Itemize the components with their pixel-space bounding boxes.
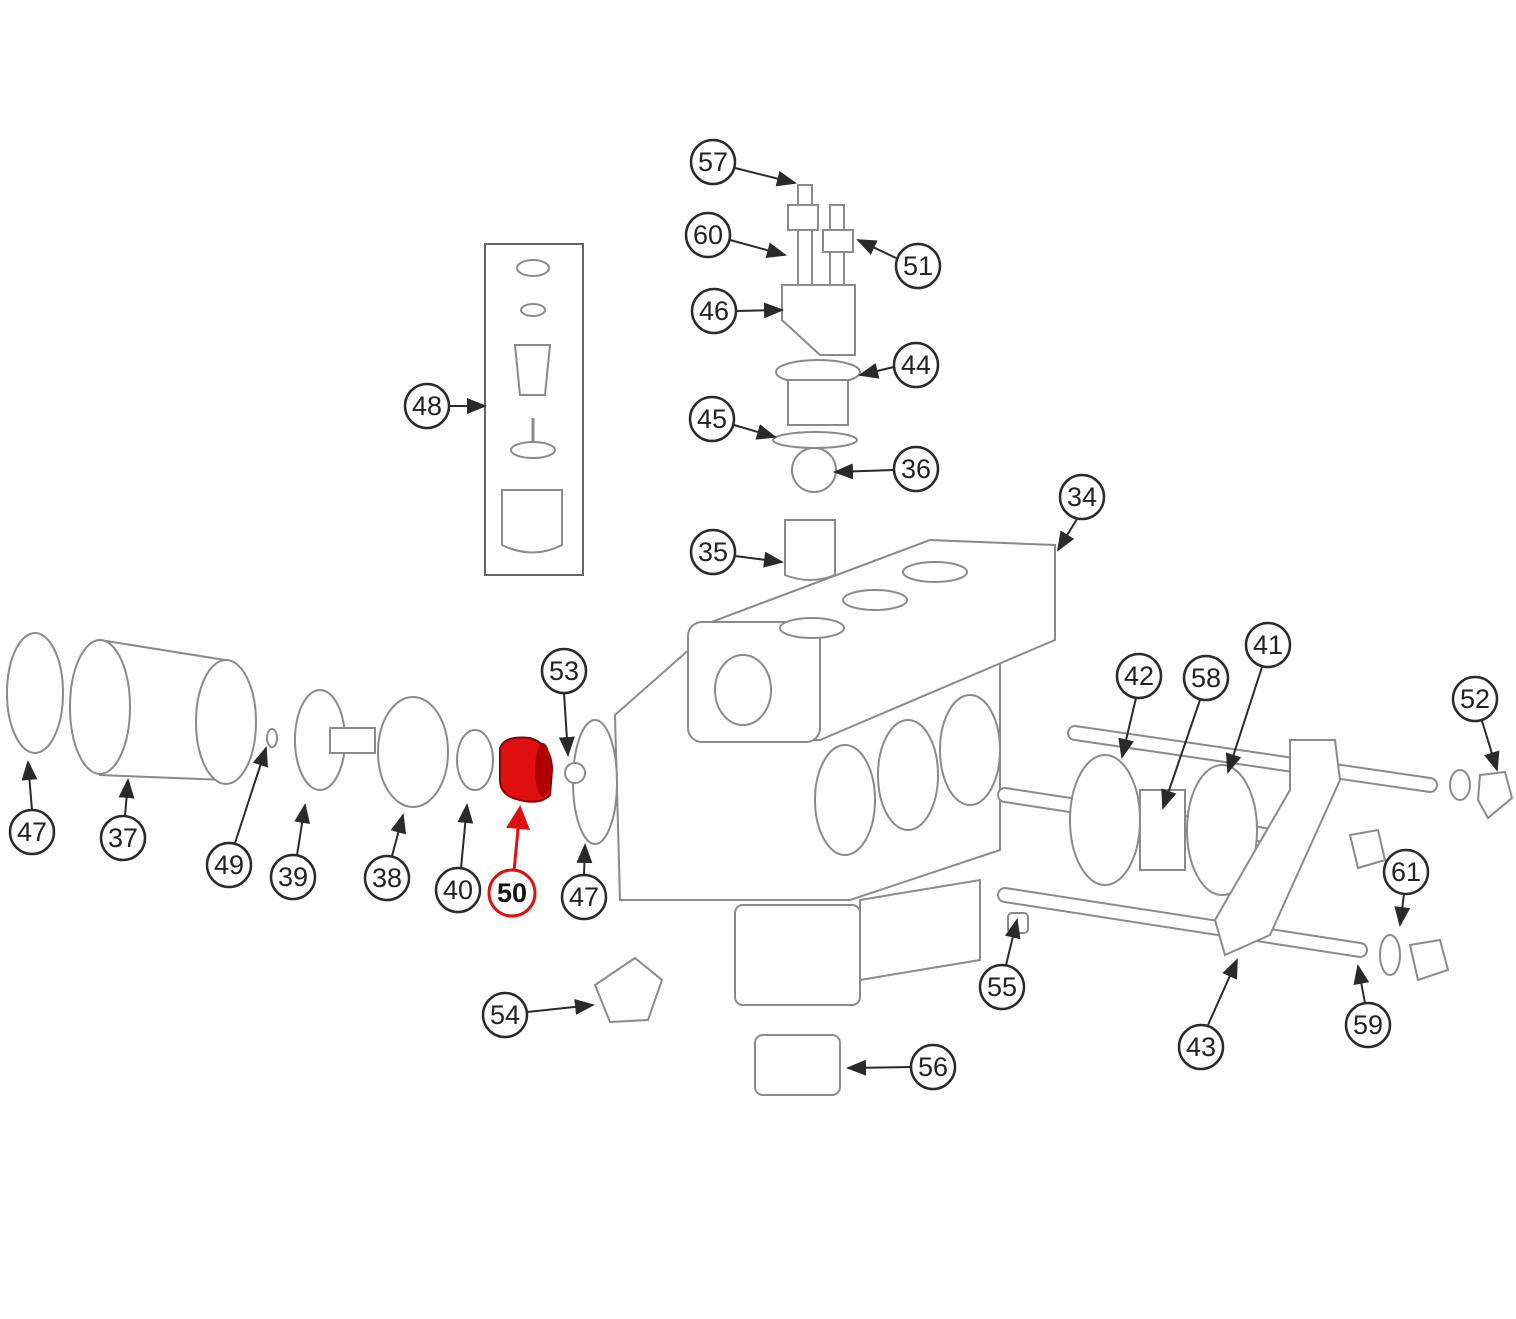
callout-55[interactable]: 55: [978, 963, 1026, 1011]
svg-text:61: 61: [1391, 857, 1421, 887]
callout-42[interactable]: 42: [1115, 652, 1163, 700]
callout-36[interactable]: 36: [892, 445, 940, 493]
svg-text:49: 49: [214, 850, 244, 880]
callout-44[interactable]: 44: [892, 341, 940, 389]
callout-52[interactable]: 52: [1451, 675, 1499, 723]
misc-fittings: [564, 719, 1029, 1096]
svg-text:52: 52: [1460, 684, 1490, 714]
accumulator-parts: [6, 632, 494, 808]
svg-text:53: 53: [549, 656, 579, 686]
callout-61[interactable]: 61: [1382, 848, 1430, 896]
svg-text:56: 56: [918, 1052, 948, 1082]
callout-58[interactable]: 58: [1182, 654, 1230, 702]
svg-text:44: 44: [901, 350, 931, 380]
crankcase-bolts-and-plate: [997, 725, 1514, 982]
svg-text:58: 58: [1191, 663, 1221, 693]
svg-text:51: 51: [903, 251, 933, 281]
svg-text:50: 50: [497, 878, 527, 908]
callout-37[interactable]: 37: [99, 814, 147, 862]
part-50-highlighted[interactable]: [499, 736, 554, 803]
callout-49[interactable]: 49: [205, 841, 253, 889]
callout-56[interactable]: 56: [909, 1043, 957, 1091]
callout-53[interactable]: 53: [540, 647, 588, 695]
svg-text:46: 46: [699, 296, 729, 326]
svg-text:60: 60: [693, 220, 723, 250]
svg-text:39: 39: [278, 862, 308, 892]
callout-43[interactable]: 43: [1177, 1023, 1225, 1071]
svg-text:47: 47: [17, 817, 47, 847]
svg-text:42: 42: [1124, 661, 1154, 691]
svg-text:55: 55: [987, 972, 1017, 1002]
callout-57[interactable]: 57: [689, 138, 737, 186]
svg-text:38: 38: [372, 863, 402, 893]
callout-35[interactable]: 35: [689, 528, 737, 576]
leader-arrows: [21, 167, 1500, 1076]
callout-60[interactable]: 60: [684, 211, 732, 259]
svg-text:36: 36: [901, 454, 931, 484]
callout-39[interactable]: 39: [269, 853, 317, 901]
valve-cartridge-inset-box: [484, 243, 584, 576]
svg-text:37: 37: [108, 823, 138, 853]
callout-47-right[interactable]: 47: [560, 873, 608, 921]
svg-text:34: 34: [1067, 482, 1097, 512]
callout-54[interactable]: 54: [481, 991, 529, 1039]
callout-45[interactable]: 45: [688, 395, 736, 443]
callout-48[interactable]: 48: [403, 382, 451, 430]
pump-manifold-body: [613, 538, 1056, 1006]
callout-51[interactable]: 51: [894, 242, 942, 290]
svg-text:54: 54: [490, 1000, 520, 1030]
callout-59[interactable]: 59: [1344, 1001, 1392, 1049]
callout-34[interactable]: 34: [1058, 473, 1106, 521]
svg-text:47: 47: [569, 882, 599, 912]
svg-text:57: 57: [698, 147, 728, 177]
callout-50-highlighted[interactable]: 50: [487, 868, 537, 918]
svg-text:41: 41: [1253, 630, 1283, 660]
svg-text:59: 59: [1353, 1010, 1383, 1040]
svg-text:48: 48: [412, 391, 442, 421]
unloader-valve-assembly: [772, 184, 861, 581]
callout-40[interactable]: 40: [434, 866, 482, 914]
callout-41[interactable]: 41: [1244, 621, 1292, 669]
svg-text:43: 43: [1186, 1032, 1216, 1062]
svg-text:35: 35: [698, 537, 728, 567]
svg-text:40: 40: [443, 875, 473, 905]
callout-47-left[interactable]: 47: [8, 808, 56, 856]
callout-46[interactable]: 46: [690, 287, 738, 335]
svg-text:45: 45: [697, 404, 727, 434]
callout-38[interactable]: 38: [363, 854, 411, 902]
